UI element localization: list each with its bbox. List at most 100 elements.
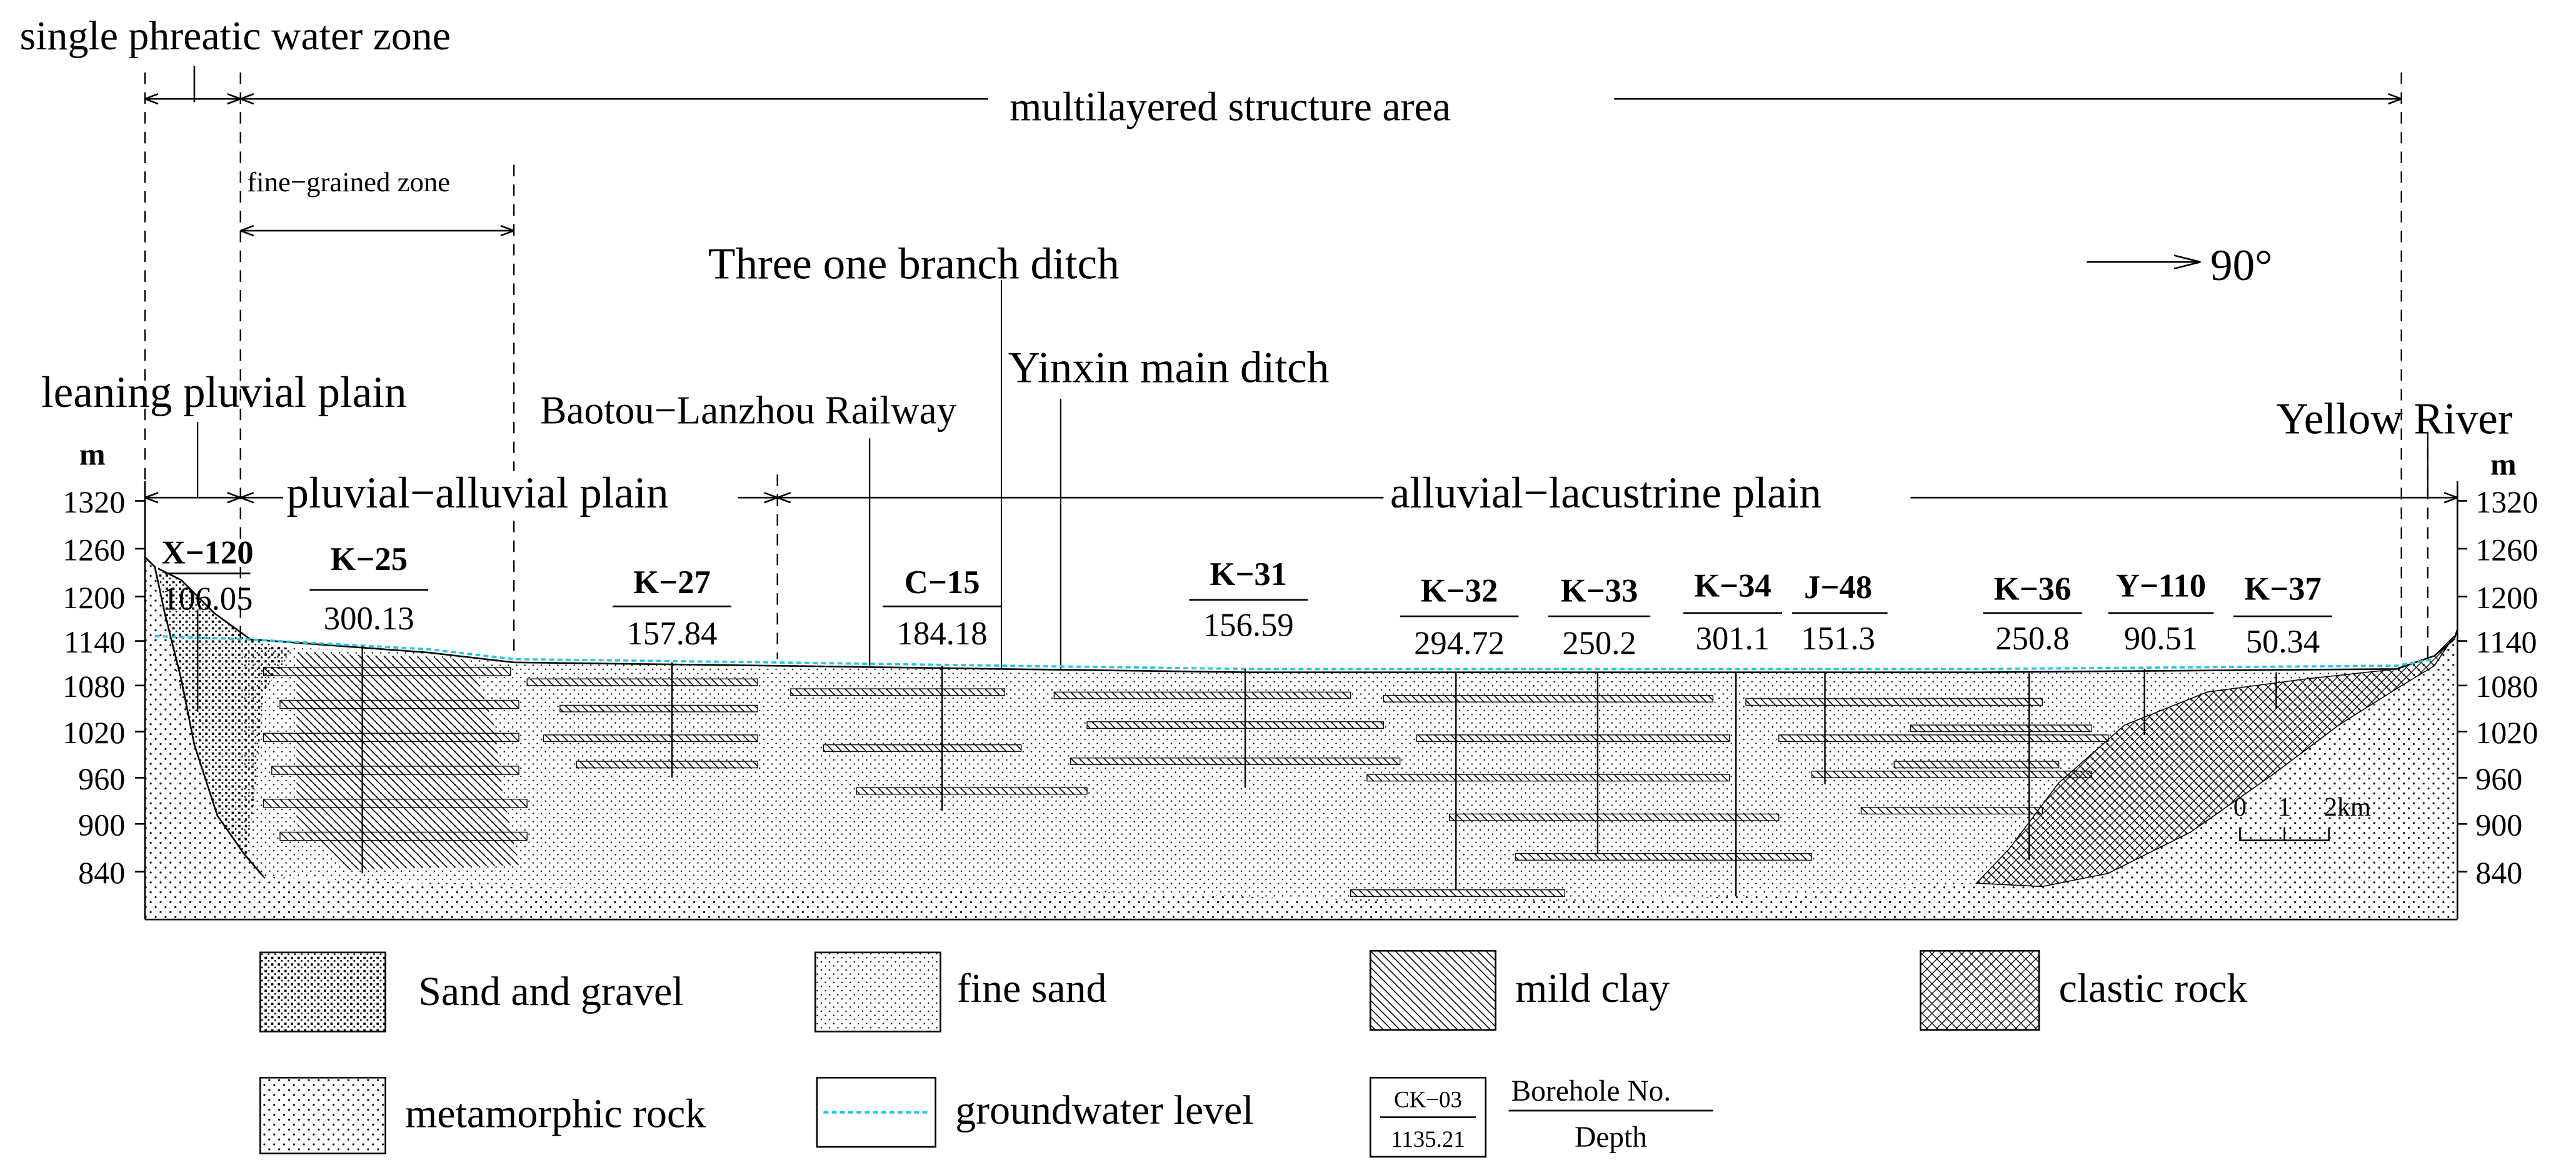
landform-line — [144, 492, 2458, 504]
borehole-depth: 301.1 — [1696, 621, 1770, 657]
borehole-depth: 250.8 — [1995, 621, 2070, 657]
clay-lenses — [263, 667, 2109, 897]
cross-section — [144, 481, 2458, 921]
legend-depth: Depth — [1575, 1121, 1647, 1154]
borehole-depth: 294.72 — [1414, 626, 1505, 662]
borehole-label-x120: X−120 106.05 — [161, 535, 253, 618]
legend-label: Sand and gravel — [418, 969, 683, 1014]
clastic-rock-wedge — [1975, 636, 2455, 888]
borehole-depth: 106.05 — [163, 581, 253, 617]
tick-right: 900 — [2475, 808, 2522, 842]
three-one-ditch-label: Three one branch ditch — [708, 240, 1120, 289]
axis-right-unit: m — [2490, 446, 2517, 481]
tick-right: 1020 — [2475, 715, 2538, 750]
legend-label: groundwater level — [955, 1088, 1253, 1133]
zone-labels: single phreatic water zone multilayered … — [20, 13, 2513, 521]
scale-zero: 0 — [2233, 792, 2247, 822]
borehole-id: K−36 — [1994, 571, 2072, 608]
metamorphic-rock-body — [144, 557, 2458, 920]
leaning-plain-label: leaning pluvial plain — [41, 368, 407, 417]
tick-left: 960 — [78, 761, 125, 796]
borehole-label-k36: K−36 250.8 — [1983, 571, 2082, 657]
tick-left: 1020 — [63, 715, 125, 750]
tick-left: 1260 — [63, 532, 125, 567]
borehole-label-k33: K−33 250.2 — [1548, 572, 1651, 662]
tick-left: 840 — [78, 855, 125, 890]
borehole-depth: 50.34 — [2246, 624, 2320, 660]
borehole-label-j48: J−48 151.3 — [1792, 569, 1888, 657]
tick-right: 1320 — [2475, 484, 2538, 519]
borehole-labels: X−120 106.05 K−25 300.13 K−27 157.84 C−1… — [161, 535, 2333, 662]
borehole-id: C−15 — [905, 564, 980, 601]
borehole-depth: 300.13 — [324, 601, 414, 637]
legend-sample-id: CK−03 — [1394, 1087, 1462, 1112]
tick-right: 1200 — [2475, 580, 2538, 615]
borehole-label-c15: C−15 184.18 — [883, 564, 1002, 652]
borehole-id: K−37 — [2244, 571, 2322, 608]
section-frame — [144, 481, 2458, 921]
legend-clastic-rock: clastic rock — [1919, 949, 2248, 1031]
tick-right: 960 — [2475, 761, 2522, 796]
legend-label: fine sand — [957, 966, 1107, 1011]
borehole-depth: 156.59 — [1203, 608, 1294, 644]
borehole-label-y110: Y−110 90.51 — [2108, 568, 2214, 657]
borehole-label-k37: K−37 50.34 — [2233, 571, 2333, 660]
groundwater-level — [154, 634, 2435, 671]
tick-left: 1140 — [64, 624, 125, 659]
fine-grained-label: fine−grained zone — [247, 166, 450, 198]
legend-mild-clay: mild clay — [1369, 949, 1670, 1031]
legend-sample-depth: 1135.21 — [1391, 1126, 1465, 1152]
borehole-depth: 90.51 — [2124, 621, 2198, 657]
borehole-depth: 250.2 — [1562, 626, 1636, 662]
borehole-depth: 157.84 — [627, 616, 718, 652]
tick-left: 900 — [78, 808, 125, 842]
legend-metamorphic: metamorphic rock — [259, 1076, 706, 1154]
zone-headers — [144, 66, 2402, 270]
borehole-label-k31: K−31 156.59 — [1189, 556, 1308, 644]
borehole-label-k34: K−34 301.1 — [1683, 568, 1782, 657]
tick-right: 1260 — [2475, 532, 2538, 567]
borehole-id: K−27 — [633, 564, 711, 601]
landmark-lines — [197, 280, 2428, 669]
tick-left: 1080 — [63, 669, 125, 704]
yellow-river-label: Yellow River — [2276, 394, 2512, 443]
legend-label: mild clay — [1515, 966, 1670, 1011]
sand-gravel-body — [158, 568, 294, 857]
borehole-label-k25: K−25 300.13 — [309, 541, 429, 637]
borehole-label-k32: K−32 294.72 — [1400, 572, 1519, 662]
borehole-id: K−25 — [330, 541, 408, 578]
borehole-id: K−31 — [1210, 556, 1287, 592]
legend-groundwater: groundwater level — [816, 1076, 1254, 1148]
legend: Sand and gravel fine sand mild clay clas… — [259, 949, 2248, 1158]
borehole-id: K−34 — [1694, 568, 1772, 604]
borehole-id: X−120 — [161, 535, 253, 571]
borehole-depth: 184.18 — [897, 616, 988, 652]
legend-borehole: CK−03 1135.21 Borehole No. Depth — [1369, 1075, 1713, 1158]
legend-sand-gravel: Sand and gravel — [259, 951, 684, 1032]
borehole-lines — [197, 609, 2277, 897]
tick-right: 1140 — [2475, 624, 2537, 659]
railway-label: Baotou−Lanzhou Railway — [540, 389, 956, 432]
scale-two: 2km — [2324, 792, 2371, 822]
alluvial-lacustrine-label: alluvial−lacustrine plain — [1390, 469, 1822, 518]
borehole-label-k27: K−27 157.84 — [613, 564, 731, 652]
legend-fine-sand: fine sand — [814, 951, 1107, 1032]
scale-bar: 0 1 2km — [2233, 792, 2371, 841]
multilayered-label: multilayered structure area — [1010, 84, 1451, 129]
boundary-lines — [144, 72, 2429, 662]
tick-right: 1080 — [2475, 669, 2538, 704]
borehole-depth: 151.3 — [1801, 621, 1875, 657]
elevation-axes: m 1320 1260 1200 1140 1080 1020 960 900 … — [63, 436, 2538, 890]
legend-label: metamorphic rock — [405, 1091, 706, 1136]
legend-label: clastic rock — [2059, 966, 2248, 1011]
yinxin-ditch-label: Yinxin main ditch — [1008, 344, 1330, 392]
tick-left: 1320 — [63, 484, 125, 519]
tick-right: 840 — [2475, 855, 2522, 890]
axis-left-unit: m — [79, 436, 106, 471]
single-phreatic-label: single phreatic water zone — [20, 13, 451, 59]
borehole-id: K−33 — [1561, 572, 1638, 609]
borehole-id: K−32 — [1421, 572, 1498, 609]
scale-one: 1 — [2278, 792, 2291, 822]
tick-left: 1200 — [63, 580, 125, 615]
